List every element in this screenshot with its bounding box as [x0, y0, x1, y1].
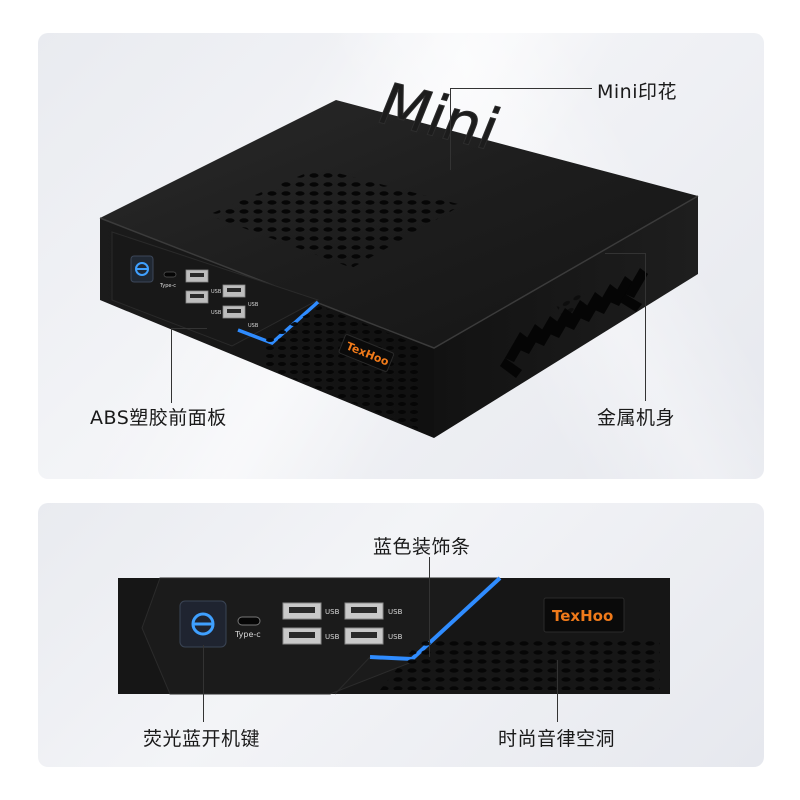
- usb-label-1-top: USB: [211, 289, 222, 295]
- power-button-icon: [135, 262, 149, 276]
- typec-label-top: Type-c: [159, 283, 176, 289]
- usb-label-3-top: USB: [211, 310, 222, 316]
- power-button-icon: [191, 612, 215, 636]
- usb-label-2-top: USB: [248, 302, 259, 308]
- top-vent-grille: [208, 168, 462, 268]
- typec-port-top[interactable]: [163, 271, 177, 278]
- vent-holes: [380, 640, 660, 690]
- usb-label-4: USB: [388, 633, 403, 641]
- front-abs-panel: [111, 231, 320, 347]
- typec-port[interactable]: [237, 616, 261, 626]
- label-power-button: 荧光蓝开机键: [143, 728, 261, 750]
- usb-label-2: USB: [388, 608, 403, 616]
- label-mini-print: Mini印花: [597, 81, 677, 103]
- usb-label-3: USB: [325, 633, 340, 641]
- label-metal-body: 金属机身: [597, 407, 676, 429]
- brand-logo: TexHoo: [552, 607, 613, 625]
- usb-port-group: USB USB USB USB: [282, 602, 403, 645]
- usb-label-4-top: USB: [248, 323, 259, 329]
- typec-label: Type-c: [234, 630, 261, 639]
- label-abs-panel: ABS塑胶前面板: [90, 407, 227, 429]
- brand-badge: [543, 597, 625, 633]
- label-blue-strip: 蓝色装饰条: [373, 536, 471, 558]
- front-vent-holes-top: [262, 306, 420, 430]
- usb-label-1: USB: [325, 608, 340, 616]
- label-vent-holes: 时尚音律空洞: [498, 728, 616, 750]
- usb-port-group-top: USB USB USB USB: [185, 269, 259, 329]
